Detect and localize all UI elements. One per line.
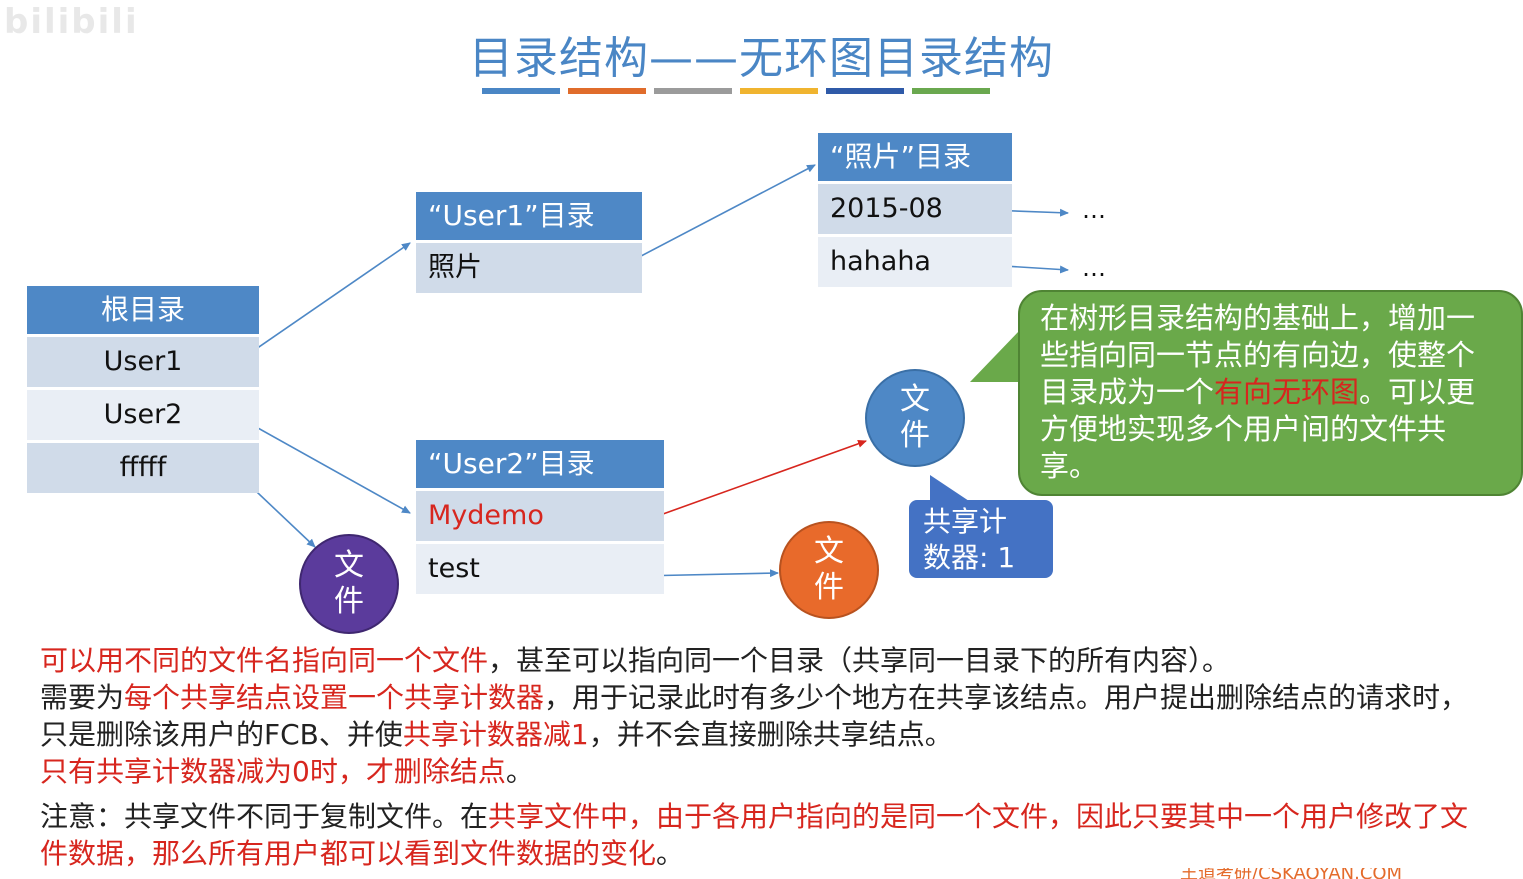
- note-line-1: 可以用不同的文件名指向同一个文件，甚至可以指向同一个目录（共享同一目录下的所有内…: [40, 642, 1490, 679]
- note2-red: 每个共享结点设置一个共享计数器: [124, 681, 545, 714]
- share-counter-line1: 共享计: [923, 505, 1008, 538]
- ellipsis-2015-08: …: [1082, 196, 1106, 224]
- callout-tail-blue: [930, 475, 975, 505]
- underline-segment-2: [568, 88, 646, 94]
- file-node-blue-char1: 文: [900, 382, 930, 417]
- photo-directory-header: “照片”目录: [818, 133, 1012, 181]
- callout-highlight: 有向无环图: [1214, 375, 1360, 409]
- corner-brand-text: 王道考研/CSKAOYAN.COM: [1180, 868, 1403, 879]
- callout-text-part2: 。可以更方便地实现多个用户间的文件共享。: [1040, 375, 1476, 483]
- underline-segment-6: [912, 88, 990, 94]
- file-node-purple-char2: 件: [334, 584, 364, 619]
- file-node-blue: 文 件: [865, 369, 965, 467]
- callout-tail-green: [970, 330, 1020, 382]
- note-line-2: 需要为每个共享结点设置一个共享计数器，用于记录此时有多少个地方在共享该结点。用户…: [40, 679, 1490, 753]
- file-node-orange-char2: 件: [814, 570, 844, 605]
- photo-entry-hahaha: hahaha: [818, 237, 1012, 287]
- file-node-purple: 文 件: [299, 534, 399, 634]
- file-node-orange-char1: 文: [814, 534, 844, 569]
- watermark: bilibili: [4, 2, 139, 42]
- user2-entry-test: test: [416, 544, 664, 594]
- user2-directory: “User2”目录 Mydemo test: [416, 440, 664, 597]
- photo-entry-2015-08: 2015-08: [818, 184, 1012, 234]
- ellipsis-hahaha: …: [1082, 254, 1106, 282]
- slide-title: 目录结构——无环图目录结构: [469, 33, 1054, 84]
- note4-red: 共享文件中，由于各用户指向的是同一个文件，因此只要其中一个用户修改了文件数据，那…: [40, 800, 1469, 870]
- note2-red2: 共享计数器减1: [402, 718, 589, 751]
- note4-a: 注意：共享文件不同于复制文件。在: [40, 800, 489, 833]
- share-counter-callout: 共享计 数器: 1: [909, 500, 1053, 578]
- root-directory: 根目录 User1 User2 fffff: [27, 286, 259, 496]
- root-entry-user1: User1: [27, 337, 259, 387]
- note2-c: ，并不会直接删除共享结点。: [588, 718, 953, 751]
- user1-directory-header: “User1”目录: [416, 192, 642, 240]
- user2-entry-mydemo: Mydemo: [416, 491, 664, 541]
- underline-segment-5: [826, 88, 904, 94]
- underline-segment-1: [482, 88, 560, 94]
- user1-entry-photo: 照片: [416, 243, 642, 293]
- underline-segment-4: [740, 88, 818, 94]
- note3-rest: 。: [505, 755, 534, 788]
- file-node-purple-char1: 文: [334, 548, 364, 583]
- note2-a: 需要为: [40, 681, 125, 714]
- explanation-callout: 在树形目录结构的基础上，增加一些指向同一节点的有向边，使整个目录成为一个有向无环…: [1018, 290, 1523, 496]
- notes-block: 可以用不同的文件名指向同一个文件，甚至可以指向同一个目录（共享同一目录下的所有内…: [40, 642, 1490, 872]
- arrow-mydemo-to-file: [637, 439, 867, 524]
- arrow-user1-to-user1-dir: [239, 242, 411, 361]
- file-node-orange: 文 件: [779, 521, 879, 619]
- note3-red: 只有共享计数器减为0时，才删除结点: [40, 755, 506, 788]
- title-underline: [482, 88, 990, 94]
- root-entry-fffff: fffff: [27, 443, 259, 493]
- note-line-4: 注意：共享文件不同于复制文件。在共享文件中，由于各用户指向的是同一个文件，因此只…: [40, 798, 1490, 872]
- note1-rest: ，甚至可以指向同一个目录（共享同一目录下的所有内容）。: [488, 644, 1231, 677]
- note-line-3: 只有共享计数器减为0时，才删除结点。: [40, 753, 1490, 790]
- underline-segment-3: [654, 88, 732, 94]
- root-entry-user2: User2: [27, 390, 259, 440]
- user1-directory: “User1”目录 照片: [416, 192, 642, 296]
- share-counter-line2: 数器: 1: [923, 541, 1016, 574]
- photo-directory: “照片”目录 2015-08 hahaha: [818, 133, 1012, 290]
- root-directory-header: 根目录: [27, 286, 259, 334]
- note2-b: ，用于记录此时有多少个地方在共享该结点。用户提出删除结点的请求时，只是删除该用户…: [40, 681, 1469, 751]
- callout-text-part1: 在树形目录结构的基础上，增加一些指向同一节点的有向边，使整个目录成为一个: [1040, 301, 1476, 409]
- note4-b: 。: [656, 837, 685, 870]
- arrow-photo-to-photo-dir: [621, 164, 816, 267]
- note1-red: 可以用不同的文件名指向同一个文件: [40, 644, 489, 677]
- user2-directory-header: “User2”目录: [416, 440, 664, 488]
- arrow-user2-to-mydemo: [239, 417, 411, 514]
- file-node-blue-char2: 件: [900, 418, 930, 453]
